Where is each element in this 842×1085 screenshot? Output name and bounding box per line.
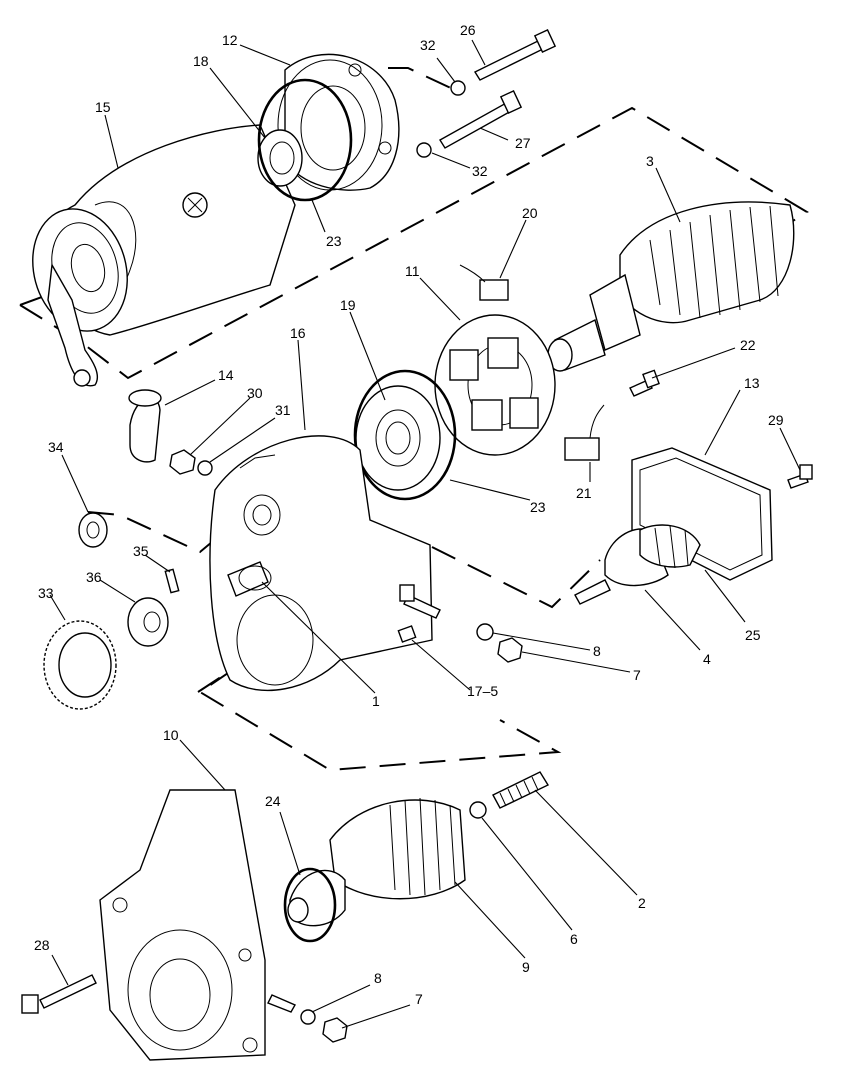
part-19-bearing-plate: [355, 385, 441, 491]
callout-25: 25: [745, 627, 761, 643]
part-7-nut-middle: [497, 637, 523, 663]
part-16-solenoid-housing: [209, 435, 433, 692]
callout-1: 1: [372, 693, 380, 709]
part-14-lever: [128, 389, 162, 463]
callout-31: 31: [275, 402, 291, 418]
callout-7-lower: 7: [415, 991, 423, 1007]
part-8-washer-middle: [476, 623, 494, 641]
callout-7-middle: 7: [633, 667, 641, 683]
callout-35: 35: [133, 543, 149, 559]
callout-6: 6: [570, 931, 578, 947]
callout-23-middle: 23: [530, 499, 546, 515]
part-18-bearing: [257, 129, 303, 187]
callout-30: 30: [247, 385, 263, 401]
callout-17-5: 17–5: [467, 683, 498, 699]
callout-21: 21: [576, 485, 592, 501]
callout-8-middle: 8: [593, 643, 601, 659]
part-stud-bolt: [399, 584, 441, 619]
callout-15: 15: [95, 99, 111, 115]
callout-28: 28: [34, 937, 50, 953]
part-stud-lower: [267, 994, 296, 1013]
part-24-o-ring: [283, 867, 337, 943]
callout-4: 4: [703, 651, 711, 667]
leader-lines: [49, 39, 801, 1029]
callout-29: 29: [768, 412, 784, 428]
part-3-armature: [547, 201, 795, 372]
part-23-o-ring-upper: [257, 78, 353, 202]
part-26-through-bolt: [473, 28, 557, 81]
callout-23-upper: 23: [326, 233, 342, 249]
part-29-screw: [787, 464, 813, 489]
part-7-nut-lower: [322, 1017, 348, 1043]
callout-20: 20: [522, 205, 538, 221]
callout-18: 18: [193, 53, 209, 69]
callout-labels: 12 18 32 26 15 27 32 3 23 20 11 19 16 22…: [34, 22, 784, 1007]
callout-32-upper: 32: [420, 37, 436, 53]
callout-33: 33: [38, 585, 54, 601]
part-11-brush-holder: [434, 314, 556, 456]
callout-26: 26: [460, 22, 476, 38]
callout-10: 10: [163, 727, 179, 743]
part-33-ring-gear: [43, 620, 117, 710]
callout-13: 13: [744, 375, 760, 391]
part-6-ball: [469, 801, 487, 819]
part-23-o-ring-middle: [353, 369, 457, 501]
callout-11: 11: [405, 263, 420, 279]
part-20-brush: [459, 264, 509, 301]
callout-12: 12: [222, 32, 238, 48]
callout-16: 16: [290, 325, 306, 341]
callout-22: 22: [740, 337, 756, 353]
callout-34: 34: [48, 439, 64, 455]
callout-14: 14: [218, 367, 234, 383]
part-12-rear-bracket: [277, 53, 400, 191]
callout-36: 36: [86, 569, 102, 585]
part-31-washer: [197, 460, 213, 476]
part-27-through-bolt: [439, 89, 523, 149]
part-2-spring: [492, 771, 550, 809]
callout-3: 3: [646, 153, 654, 169]
part-35-pin: [164, 568, 180, 594]
part-34-gear: [78, 512, 108, 548]
part-30-nut: [169, 449, 196, 475]
part-28-bolt: [21, 974, 97, 1014]
callout-24: 24: [265, 793, 281, 809]
part-25-boot: [639, 524, 701, 569]
part-36-gear: [127, 597, 169, 647]
part-22-screw: [629, 369, 660, 397]
part-1-shaft: [227, 561, 272, 597]
callout-2: 2: [638, 895, 646, 911]
part-17-5-screw: [397, 625, 417, 643]
callout-27: 27: [515, 135, 531, 151]
part-32-washer-lower: [416, 142, 432, 158]
part-32-washer-upper: [450, 80, 466, 96]
callout-8-lower: 8: [374, 970, 382, 986]
part-9-pinion-clutch: [287, 797, 466, 927]
callout-19: 19: [340, 297, 356, 313]
part-10-front-bracket: [99, 789, 266, 1061]
callout-9: 9: [522, 959, 530, 975]
callout-32-lower: 32: [472, 163, 488, 179]
part-8-washer-lower: [300, 1009, 316, 1025]
part-21-brush: [564, 404, 605, 461]
part-15-field-frame: [32, 124, 296, 387]
